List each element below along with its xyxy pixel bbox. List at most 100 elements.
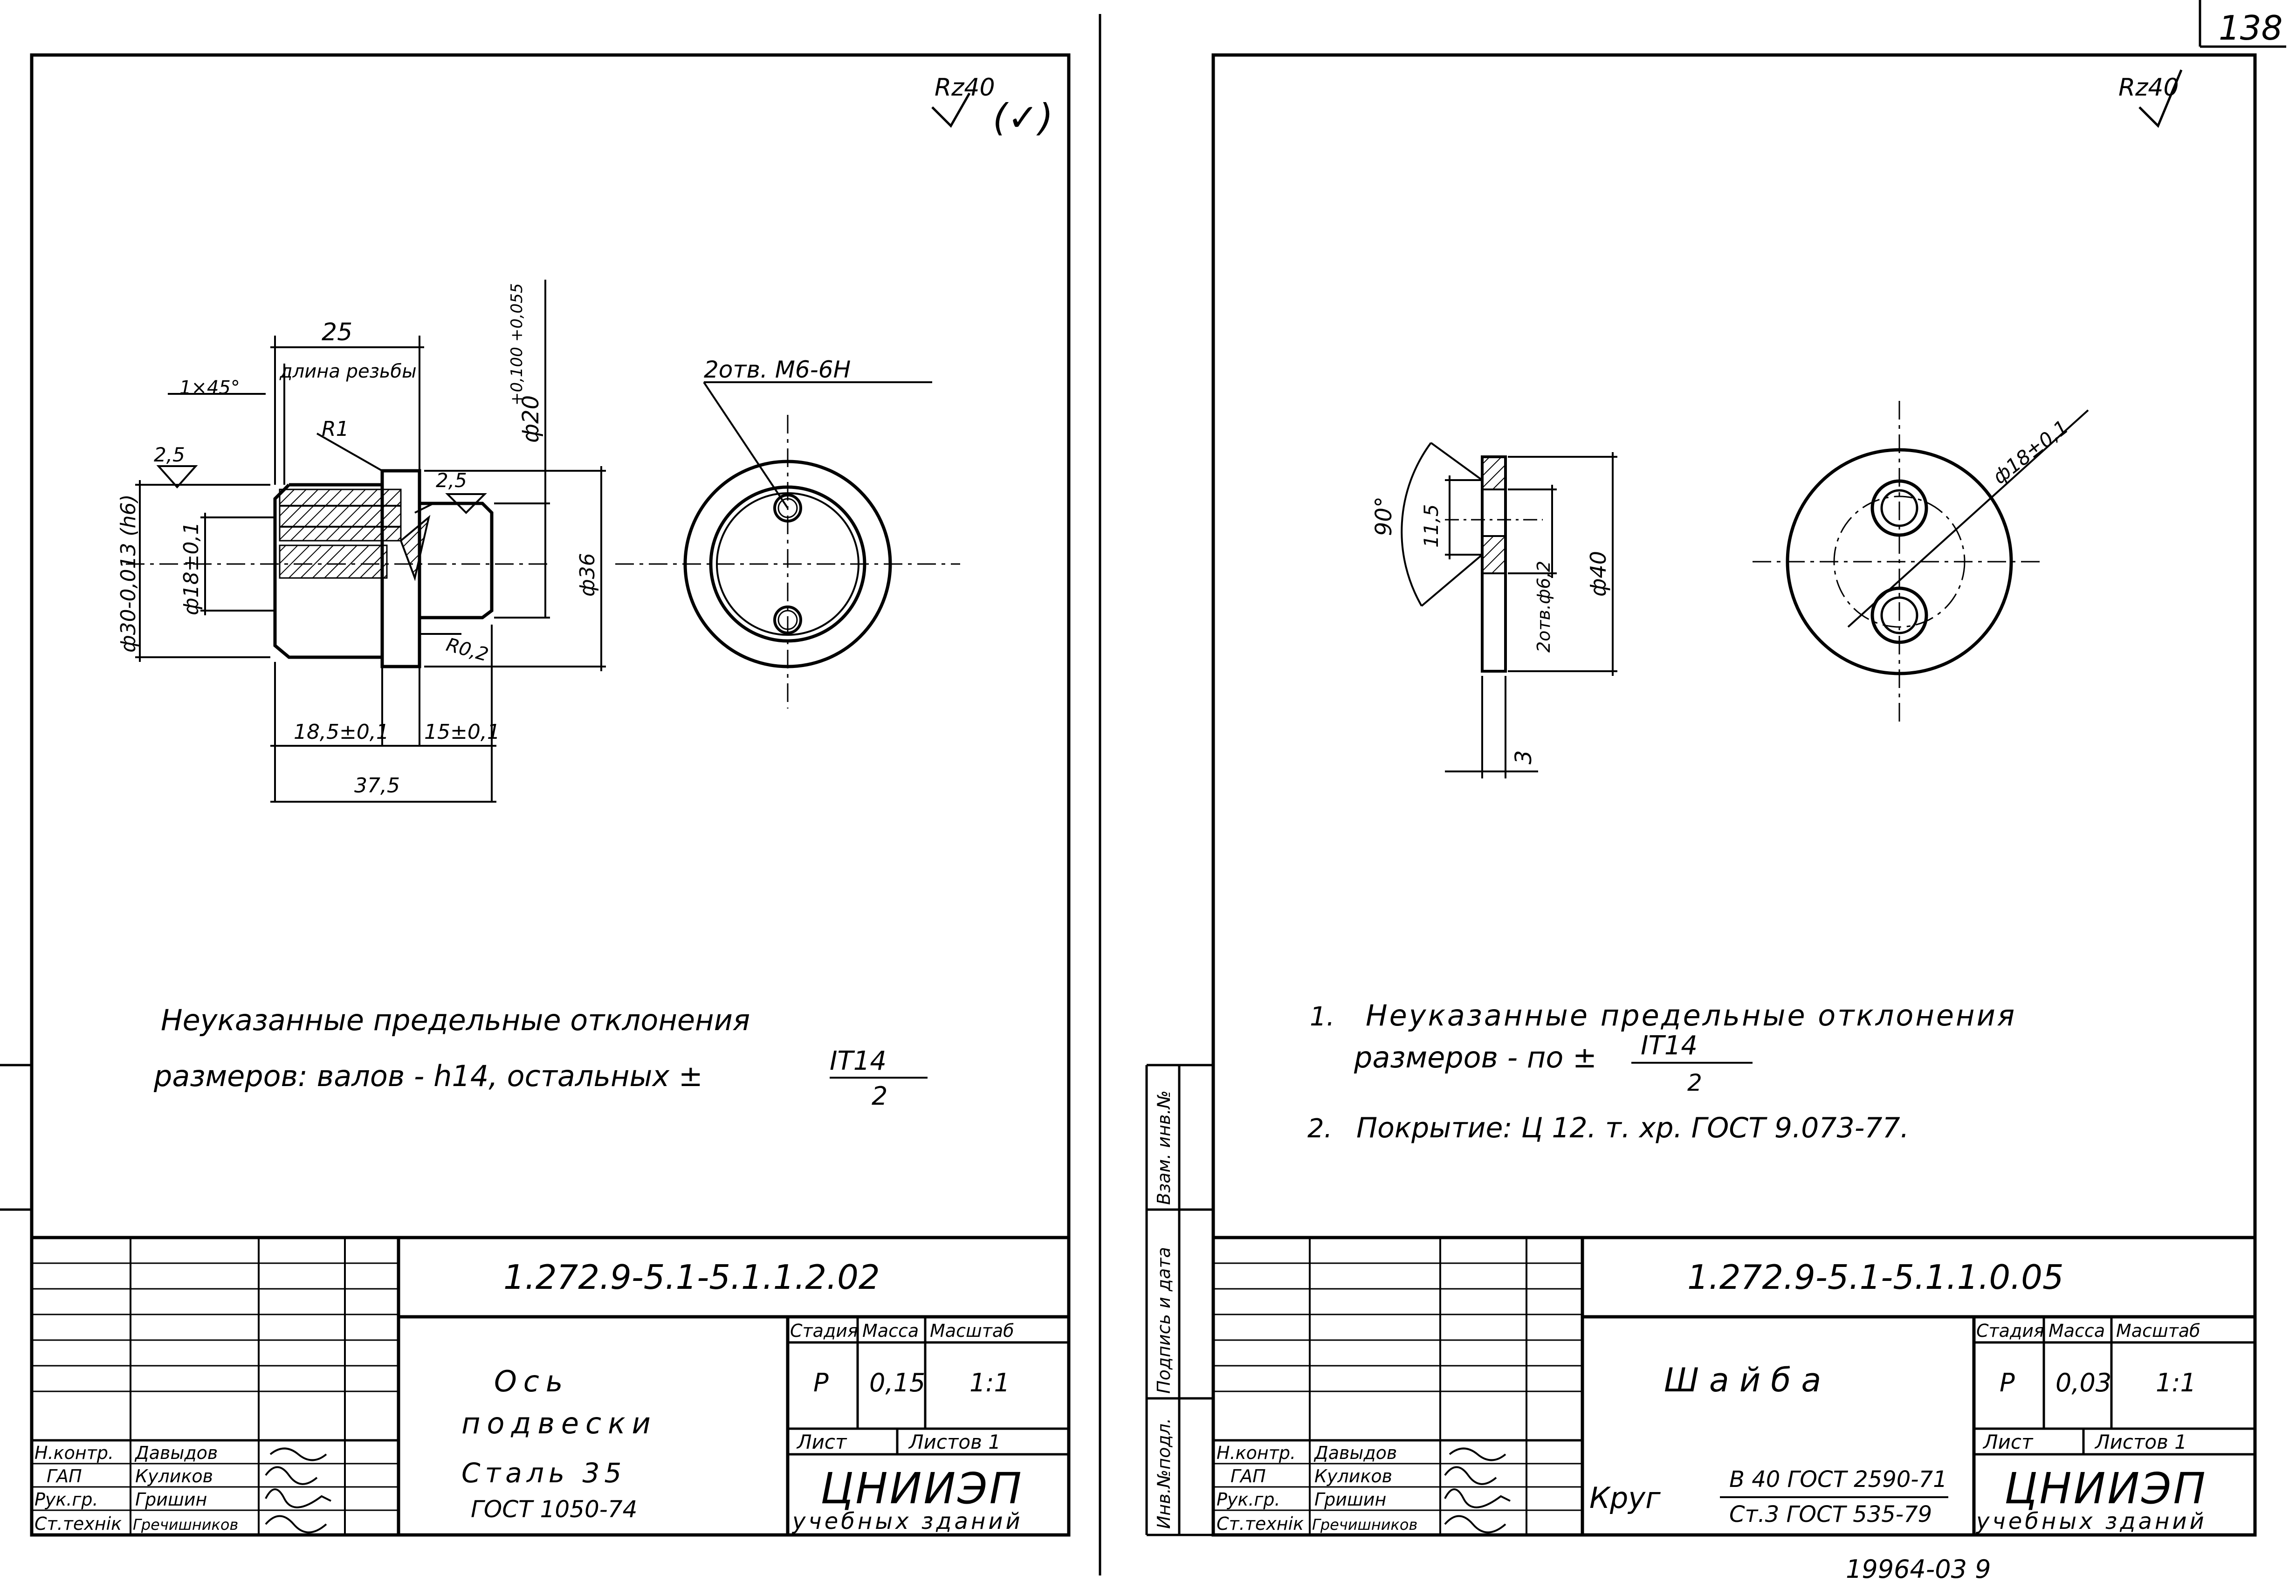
left-mass-header: Масса [862, 1321, 919, 1341]
right-org-2: учебных зданий [1975, 1508, 2207, 1534]
right-dim-d40: ф40 [1586, 551, 1611, 597]
washer-front-view [1753, 401, 2089, 722]
right-dim-angle: 90° [1371, 496, 1397, 536]
left-dim-15: 15±0,1 [424, 720, 500, 744]
left-signatures: Н.контр. ГАП Рук.гр. Ст.технік Давыдов К… [34, 1443, 238, 1534]
left-note-it14: IT14 [830, 1046, 887, 1076]
right-signature-marks [1444, 1447, 1511, 1534]
right-roughness: Rz40 [2118, 74, 2179, 102]
axis-part-dimensions [135, 280, 606, 803]
left-stage: Р [813, 1368, 829, 1397]
right-dim-d18: ф18±0,1 [1988, 415, 2073, 488]
right-note1-num: 1. [1310, 1002, 1334, 1032]
right-stage: Р [2000, 1368, 2015, 1397]
right-dim-holes: 2отв.ф6,2 [1533, 561, 1554, 653]
right-role-0: Н.контр. [1217, 1443, 1296, 1463]
left-name-1: Куликов [135, 1466, 213, 1486]
left-dim-chamfer: 1×45° [179, 377, 240, 399]
right-note1-line1: Неуказанные предельные отклонения [1366, 998, 2016, 1032]
left-part-name-2: подвески [461, 1406, 657, 1440]
right-dim-thick: 3 [1511, 750, 1537, 764]
left-role-2: Рук.гр. [34, 1489, 98, 1510]
left-material-2: ГОСТ 1050-74 [471, 1496, 637, 1523]
right-doc-code: 1.272.9-5.1-5.1.1.0.05 [1687, 1258, 2064, 1297]
left-scale-header: Масштаб [930, 1321, 1014, 1341]
left-dim-d18: ф18±0,1 [179, 522, 203, 615]
right-material-2: Ст.3 ГОСТ 535-79 [1729, 1501, 1932, 1527]
right-sheet: Инв.№подл. Подпись и дата Взам. инв.№ Rz… [1145, 53, 2257, 1537]
left-signature-marks [265, 1447, 331, 1534]
left-dim-r1: R1 [322, 417, 349, 441]
left-material-1: Сталь 35 [461, 1457, 626, 1489]
left-org-2: учебных зданий [791, 1508, 1023, 1534]
left-role-1: ГАП [47, 1466, 82, 1486]
right-name-2: Гришин [1314, 1489, 1386, 1510]
right-side-label-0: Инв.№подл. [1154, 1418, 1174, 1529]
right-material-prefix: Круг [1589, 1481, 1661, 1515]
right-mass: 0,03 [2055, 1368, 2111, 1397]
left-doc-code: 1.272.9-5.1-5.1.1.2.02 [503, 1258, 880, 1297]
right-scale: 1:1 [2156, 1368, 2196, 1397]
right-role-1: ГАП [1230, 1466, 1266, 1486]
right-note-it14: IT14 [1641, 1031, 1698, 1061]
right-signatures: Н.контр. ГАП Рук.гр. Ст.технік Давыдов К… [1217, 1443, 1417, 1534]
right-part-name: Шайба [1664, 1361, 1831, 1399]
left-part-name-1: Ось [494, 1364, 569, 1398]
left-note-line1: Неуказанные предельные отклонения [161, 1003, 750, 1037]
right-sheet-frame [1211, 53, 2257, 1537]
right-side-label-2: Взам. инв.№ [1154, 1090, 1174, 1205]
left-dim-d20-tol: +0,100 +0,055 [508, 283, 526, 406]
right-role-3: Ст.технік [1217, 1513, 1304, 1534]
left-role-0: Н.контр. [34, 1443, 114, 1463]
page-number-box: 138 [2199, 0, 2286, 48]
right-scale-header: Масштаб [2116, 1321, 2200, 1341]
left-name-2: Гришин [135, 1489, 207, 1510]
left-role-3: Ст.технік [34, 1513, 122, 1534]
left-sheet-frame [30, 53, 1071, 1537]
right-role-2: Рук.гр. [1217, 1489, 1280, 1510]
right-sheet-header: Лист [1982, 1431, 2034, 1453]
left-scale: 1:1 [969, 1368, 1010, 1397]
left-roughness: Rz40 [935, 74, 995, 102]
left-dim-d30: ф30-0,013 (h6) [117, 494, 140, 653]
left-roughness-paren: (✓) [993, 96, 1053, 139]
right-sheets-header: Листов 1 [2094, 1431, 2187, 1453]
right-name-1: Куликов [1314, 1466, 1392, 1486]
right-side-label-1: Подпись и дата [1154, 1247, 1174, 1394]
right-stage-header: Стадия [1976, 1321, 2044, 1341]
footer-code: 19964-03 9 [1846, 1555, 1991, 1584]
right-title-block [1213, 1236, 2255, 1535]
axis-part-view [126, 469, 550, 668]
left-dim-25b: 2,5 [436, 469, 467, 492]
right-side-strip [1145, 1064, 1213, 1536]
left-sheets-header: Листов 1 [908, 1431, 1001, 1453]
left-dim-d36: ф36 [576, 553, 599, 597]
left-dim-thread-length: длина резьбы [279, 361, 417, 382]
left-sheet-header: Лист [796, 1431, 847, 1453]
right-note2-num: 2. [1307, 1114, 1332, 1144]
left-dim-25a: 2,5 [154, 443, 185, 466]
right-org-1: ЦНИИЭП [2004, 1464, 2207, 1513]
left-mass: 0,15 [869, 1368, 925, 1397]
page-number: 138 [2219, 8, 2282, 48]
left-org-1: ЦНИИЭП [820, 1464, 1024, 1513]
left-title-block [32, 1236, 1069, 1535]
left-dim-r02: R0,2 [444, 634, 490, 666]
left-holes-label: 2отв. М6-6Н [704, 356, 851, 383]
right-note1-line2: размеров - по ± [1354, 1040, 1597, 1074]
left-dim-25: 25 [322, 318, 352, 346]
left-stage-header: Стадия [790, 1321, 858, 1341]
left-dim-d20: ф20 [518, 395, 544, 443]
axis-part-end-view [615, 381, 960, 709]
left-dim-185: 18,5±0,1 [294, 720, 389, 744]
right-name-3: Гречишников [1312, 1516, 1417, 1534]
left-note-two: 2 [872, 1081, 887, 1111]
right-material-1: В 40 ГОСТ 2590-71 [1729, 1466, 1947, 1493]
left-name-3: Гречишников [133, 1516, 238, 1534]
right-mass-header: Масса [2049, 1321, 2105, 1341]
right-note-two: 2 [1687, 1069, 1702, 1096]
right-note2-text: Покрытие: Ц 12. т. хр. ГОСТ 9.073-77. [1356, 1112, 1909, 1144]
right-name-0: Давыдов [1313, 1443, 1397, 1463]
washer-section-view [1401, 442, 1617, 778]
